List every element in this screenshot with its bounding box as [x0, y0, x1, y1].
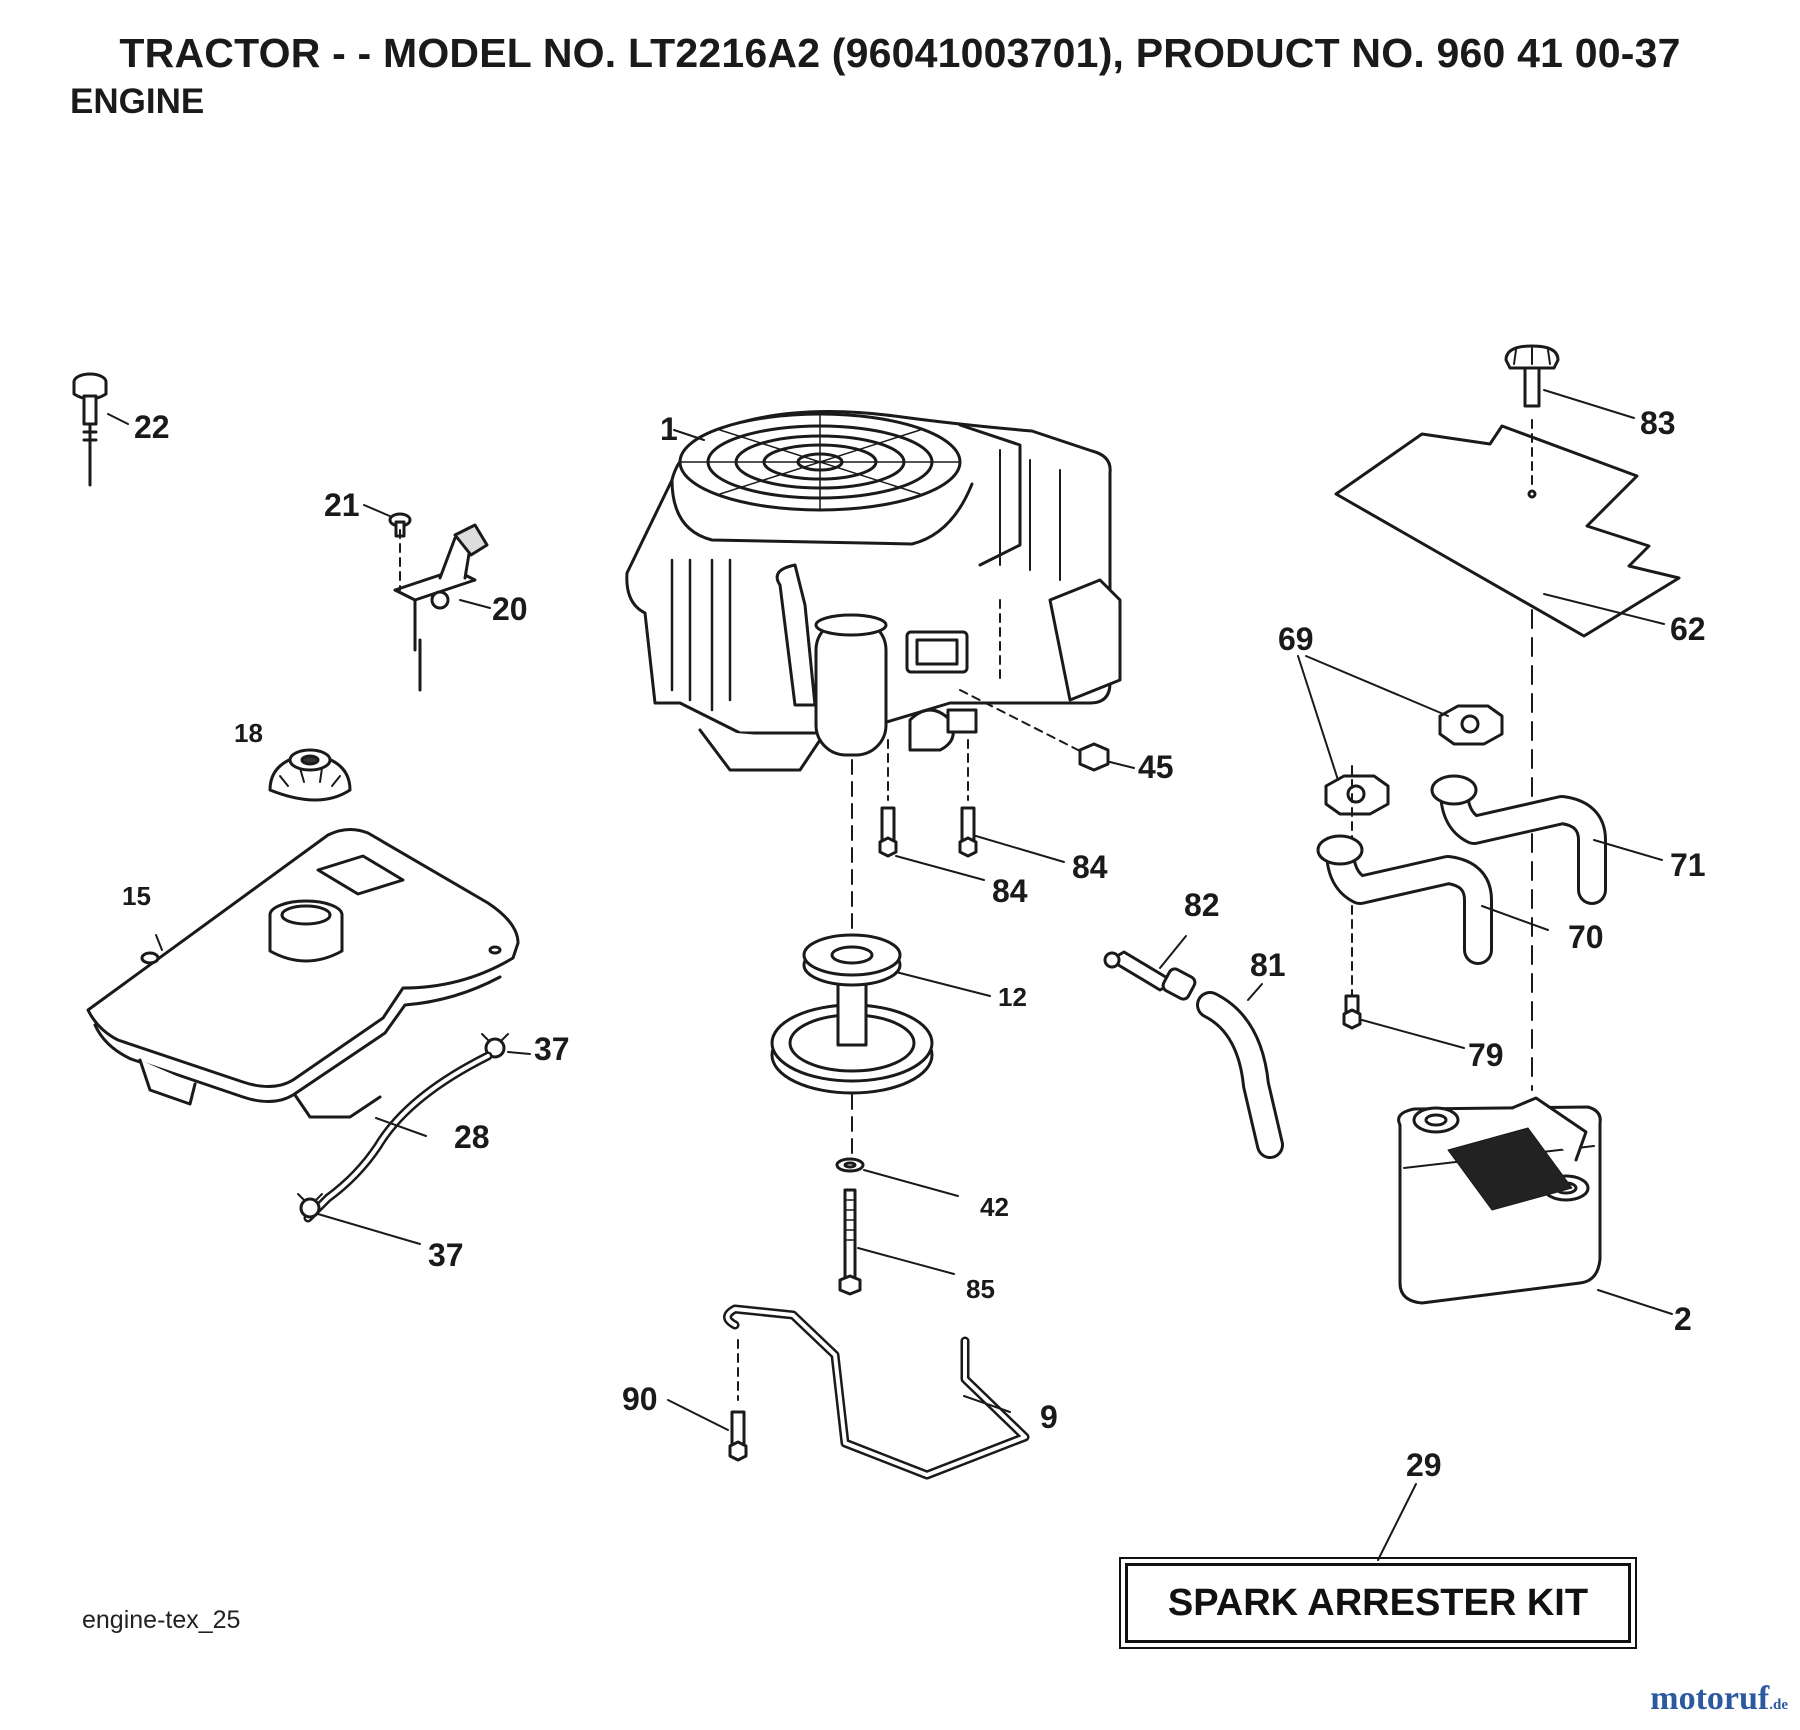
callout-62: 62 [1670, 611, 1706, 647]
part-45-nut [959, 689, 1110, 772]
callout-83: 83 [1640, 405, 1676, 441]
part-84-bolt-b [958, 739, 978, 858]
callout-37-top: 37 [534, 1031, 570, 1067]
spark-arrester-kit-box: SPARK ARRESTER KIT [1119, 1557, 1637, 1649]
part-20-choke-bracket [393, 523, 489, 692]
callout-15: 15 [122, 881, 151, 911]
part-70-exhaust-elbow [1316, 834, 1493, 965]
part-82-fitting [1103, 950, 1197, 1001]
watermark-logo: motoruf.de [1650, 1680, 1788, 1718]
callout-85: 85 [966, 1274, 995, 1304]
callout-22: 22 [134, 409, 170, 445]
callout-20: 20 [492, 591, 528, 627]
part-81-exhaust-pipe [1196, 991, 1284, 1159]
callout-69: 69 [1278, 621, 1314, 657]
callout-70: 70 [1568, 919, 1604, 955]
part-90-bolt [728, 1339, 748, 1462]
callout-45: 45 [1138, 749, 1174, 785]
callout-1: 1 [660, 411, 678, 447]
callout-28: 28 [454, 1119, 490, 1155]
part-22-knob-pin [72, 372, 108, 487]
callout-9: 9 [1040, 1399, 1058, 1435]
page-title: TRACTOR - - MODEL NO. LT2216A2 (96041003… [119, 30, 1681, 76]
callout-42: 42 [980, 1192, 1009, 1222]
diagram-reference: engine-tex_25 [82, 1606, 241, 1634]
part-1-engine [625, 410, 1122, 772]
watermark-suffix: .de [1769, 1697, 1788, 1713]
callout-18: 18 [234, 718, 263, 748]
part-2-muffler [1397, 1096, 1602, 1305]
part-15-fuel-tank [86, 828, 520, 1119]
callout-79: 79 [1468, 1037, 1504, 1073]
part-85-bolt [838, 1188, 862, 1296]
callout-21: 21 [324, 487, 360, 523]
watermark-text: motoruf [1650, 1680, 1770, 1717]
part-71-exhaust-elbow [1430, 774, 1607, 905]
part-83-knob [1504, 344, 1560, 408]
part-9-rod [723, 1304, 1030, 1480]
callout-2: 2 [1674, 1301, 1692, 1337]
callout-labels: 1 22 21 20 18 15 37 28 37 45 84 84 12 42… [122, 405, 1706, 1483]
callout-71: 71 [1670, 847, 1706, 883]
part-12-pulley [770, 759, 934, 1161]
part-62-heat-shield [1334, 419, 1681, 638]
part-84-bolt-a [878, 739, 898, 858]
callout-37-bottom: 37 [428, 1237, 464, 1273]
callout-81: 81 [1250, 947, 1286, 983]
callout-90: 90 [622, 1381, 658, 1417]
part-79-bolt [1342, 994, 1362, 1030]
part-69-gaskets [1324, 704, 1504, 1001]
callout-12: 12 [998, 982, 1027, 1012]
section-title: ENGINE [70, 82, 205, 121]
callout-84-left: 84 [992, 873, 1028, 909]
callout-82: 82 [1184, 887, 1220, 923]
part-28-fuel-line [303, 1051, 493, 1223]
callout-29: 29 [1406, 1447, 1442, 1483]
part-42-washer [835, 1157, 865, 1173]
part-18-fuel-cap [268, 748, 352, 802]
callout-84-right: 84 [1072, 849, 1108, 885]
part-37-clamp-bottom [297, 1193, 323, 1219]
